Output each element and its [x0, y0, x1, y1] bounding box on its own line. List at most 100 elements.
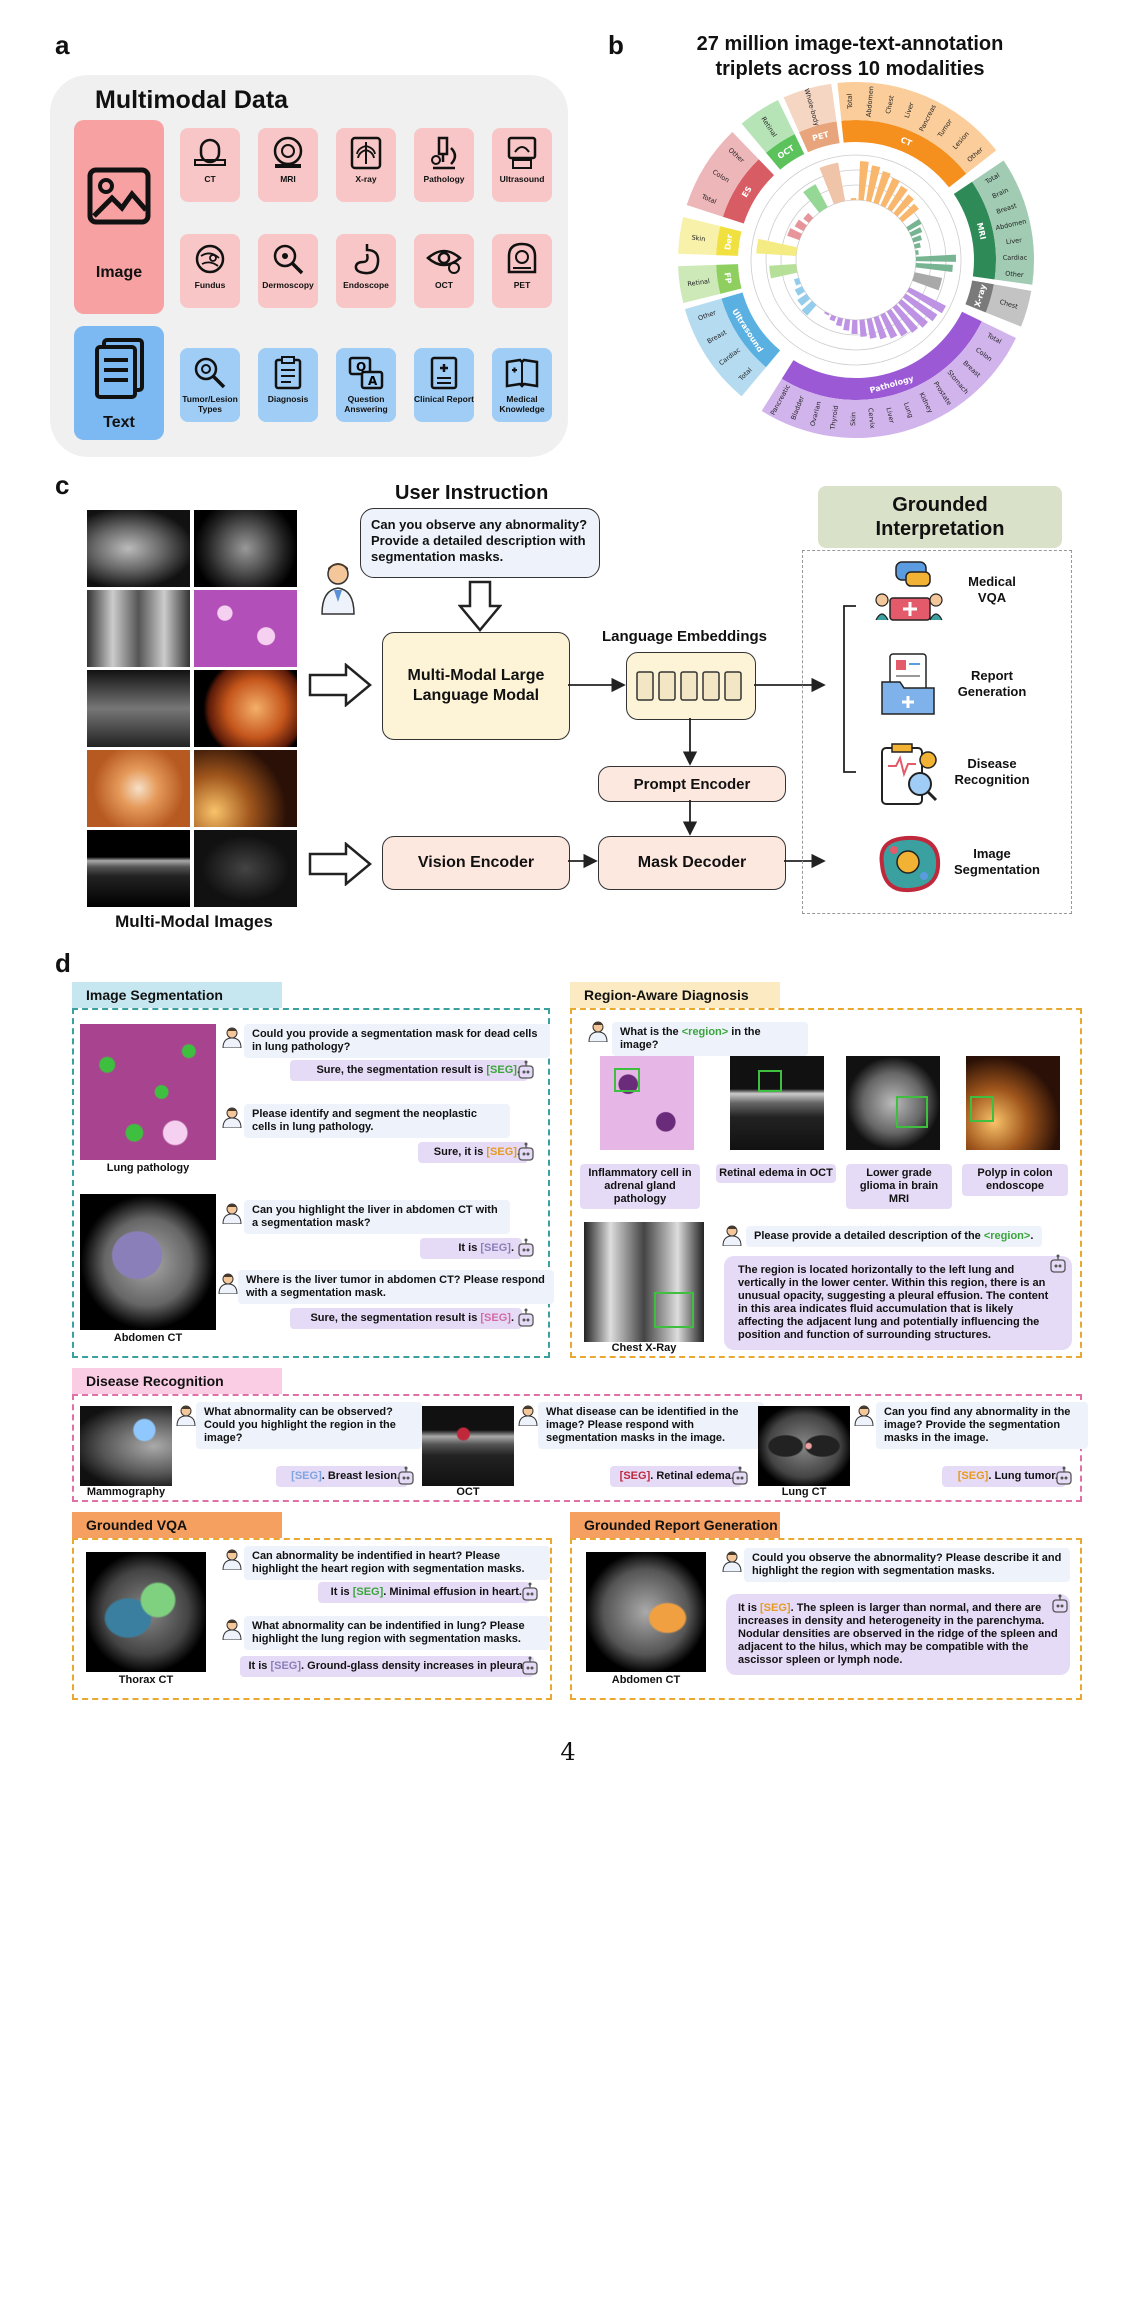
answer-bubble: Sure, it is [SEG].	[418, 1142, 528, 1163]
output-medical-vqa: Medical VQA	[968, 574, 1016, 605]
grounded-report-box	[570, 1538, 1082, 1700]
disease-recognition-icon	[881, 743, 938, 805]
robot-avatar-icon	[520, 1656, 540, 1678]
multimodal-data-title: Multimodal Data	[95, 86, 289, 114]
tile-xray: X-ray	[336, 128, 396, 202]
language-embeddings-box	[626, 652, 756, 720]
bar-Pathology-Kidney	[880, 312, 898, 339]
stomach-icon	[354, 244, 380, 275]
caption-lung-pathology: Lung pathology	[106, 1162, 190, 1174]
ring-CT	[841, 120, 967, 188]
grid-ring	[750, 154, 962, 366]
lung-pathology-image	[80, 1024, 216, 1160]
sub-label: Skin	[849, 412, 857, 426]
ring-PET	[799, 121, 840, 153]
robot-avatar-icon	[1054, 1466, 1074, 1488]
caption-chest-xray: Chest X-Ray	[611, 1342, 677, 1354]
region-token: <region>	[983, 1230, 1031, 1242]
answer-bubble: Sure, the segmentation result is [SEG].	[290, 1308, 522, 1329]
tag-grounded-vqa: Grounded VQA	[72, 1512, 282, 1538]
image-category-card: Image	[74, 120, 164, 314]
pet-thumbnail	[194, 830, 297, 907]
down-arrow-icon	[458, 580, 502, 632]
caption-inflammatory-cell: Inflammatory cell in adrenal gland patho…	[580, 1164, 700, 1209]
bar-Pathology-Colon	[902, 293, 938, 322]
robot-avatar-icon	[730, 1466, 750, 1488]
modality-label: MRI	[975, 222, 988, 241]
panel-letter-d: d	[55, 948, 71, 978]
clipboard-icon	[274, 356, 302, 390]
bar-CT-Chest	[865, 165, 881, 202]
tile-label: Tumor/Lesion Types	[182, 394, 238, 414]
output-report-generation: Report Generation	[957, 668, 1027, 699]
bar-CT-Lesion	[893, 194, 914, 217]
tile-label: X-ray	[355, 174, 377, 184]
image-label: Image	[95, 264, 143, 281]
region-box	[614, 1068, 640, 1092]
tag-grounded-report-generation: Grounded Report Generation	[570, 1512, 780, 1538]
xray-icon	[350, 136, 382, 170]
modality-label: Der	[723, 234, 734, 251]
modality-label: FP	[723, 272, 734, 285]
subring-CT	[837, 82, 997, 174]
page-number: 4	[560, 1738, 576, 1766]
question-bubble: What is the <region> in the image?	[612, 1022, 808, 1056]
dermoscopy-thumbnail	[87, 750, 190, 827]
svg-text:A: A	[368, 374, 378, 388]
bar-PET-Whole-body	[819, 162, 846, 205]
sub-label: Liver	[1005, 236, 1022, 246]
seg-token: [SEG]	[760, 1602, 791, 1614]
language-embeddings-label: Language Embeddings	[602, 628, 768, 645]
question-bubble: What disease can be identified in the im…	[538, 1402, 764, 1449]
prompt-encoder-label: Prompt Encoder	[633, 775, 751, 793]
bar-Pathology-Ovarian	[835, 317, 844, 327]
tile-label: Ultrasound	[499, 174, 545, 184]
bar-Pathology-Bladder	[829, 314, 837, 322]
grounded-interpretation-title: Grounded Interpretation	[818, 486, 1062, 548]
sub-label: Liver	[884, 407, 895, 425]
seg-token: [SEG]	[619, 1470, 651, 1482]
grounded-vqa-box	[72, 1538, 552, 1700]
answer-bubble: The region is located horizontally to th…	[724, 1256, 1072, 1350]
magnifier-skin-icon	[273, 244, 304, 275]
endoscope-thumbnail	[194, 750, 297, 827]
doctor-avatar-icon	[176, 1404, 196, 1426]
pathology-thumbnail	[194, 590, 297, 667]
tag-region-aware-diagnosis: Region-Aware Diagnosis	[570, 982, 780, 1008]
bar-MRI-Cardiac	[915, 254, 956, 262]
ring-X-ray	[965, 280, 994, 313]
document-icon	[95, 338, 144, 399]
tile-endoscope: Endoscope	[336, 234, 396, 308]
pet-scanner-icon	[507, 242, 537, 274]
panel-letter-c: c	[55, 470, 70, 500]
adrenal-pathology-image	[600, 1056, 694, 1150]
question-bubble: What abnormality can be observed? Could …	[196, 1402, 422, 1449]
bar-CT-Abdomen	[858, 161, 869, 201]
sub-label: Thyroid	[829, 405, 840, 431]
ultrasound-icon	[507, 136, 537, 169]
doctor-avatar-icon	[321, 563, 355, 615]
ring-FP	[716, 264, 742, 294]
bar-MRI-Liver	[915, 250, 919, 255]
abdomen-ct-image	[80, 1194, 216, 1330]
bar-CT-Pancreas	[880, 177, 900, 208]
tile-tumor-types: Tumor/Lesion Types	[180, 348, 240, 422]
text-label: Text	[103, 414, 135, 431]
answer-bubble: It is [SEG]. Minimal effusion in heart.	[318, 1582, 530, 1603]
robot-avatar-icon	[1050, 1594, 1070, 1616]
mammography-image	[80, 1406, 172, 1486]
chart-title-line2: triplets across 10 modalities	[715, 58, 985, 80]
tile-medical-knowledge: Medical Knowledge	[492, 348, 552, 422]
caption-retinal-edema: Retinal edema in OCT	[716, 1164, 836, 1183]
ring-Pathology	[781, 311, 982, 401]
oct-retina-image	[730, 1056, 824, 1150]
mask-decoder-box: Mask Decoder	[598, 836, 786, 890]
tile-label: PET	[513, 280, 531, 290]
region-box	[970, 1096, 994, 1122]
region-token: <region>	[681, 1026, 729, 1038]
doctor-avatar-icon	[588, 1020, 608, 1042]
robot-avatar-icon	[516, 1060, 536, 1082]
bracket-connector	[843, 605, 856, 773]
bar-ES-Other	[803, 212, 814, 224]
